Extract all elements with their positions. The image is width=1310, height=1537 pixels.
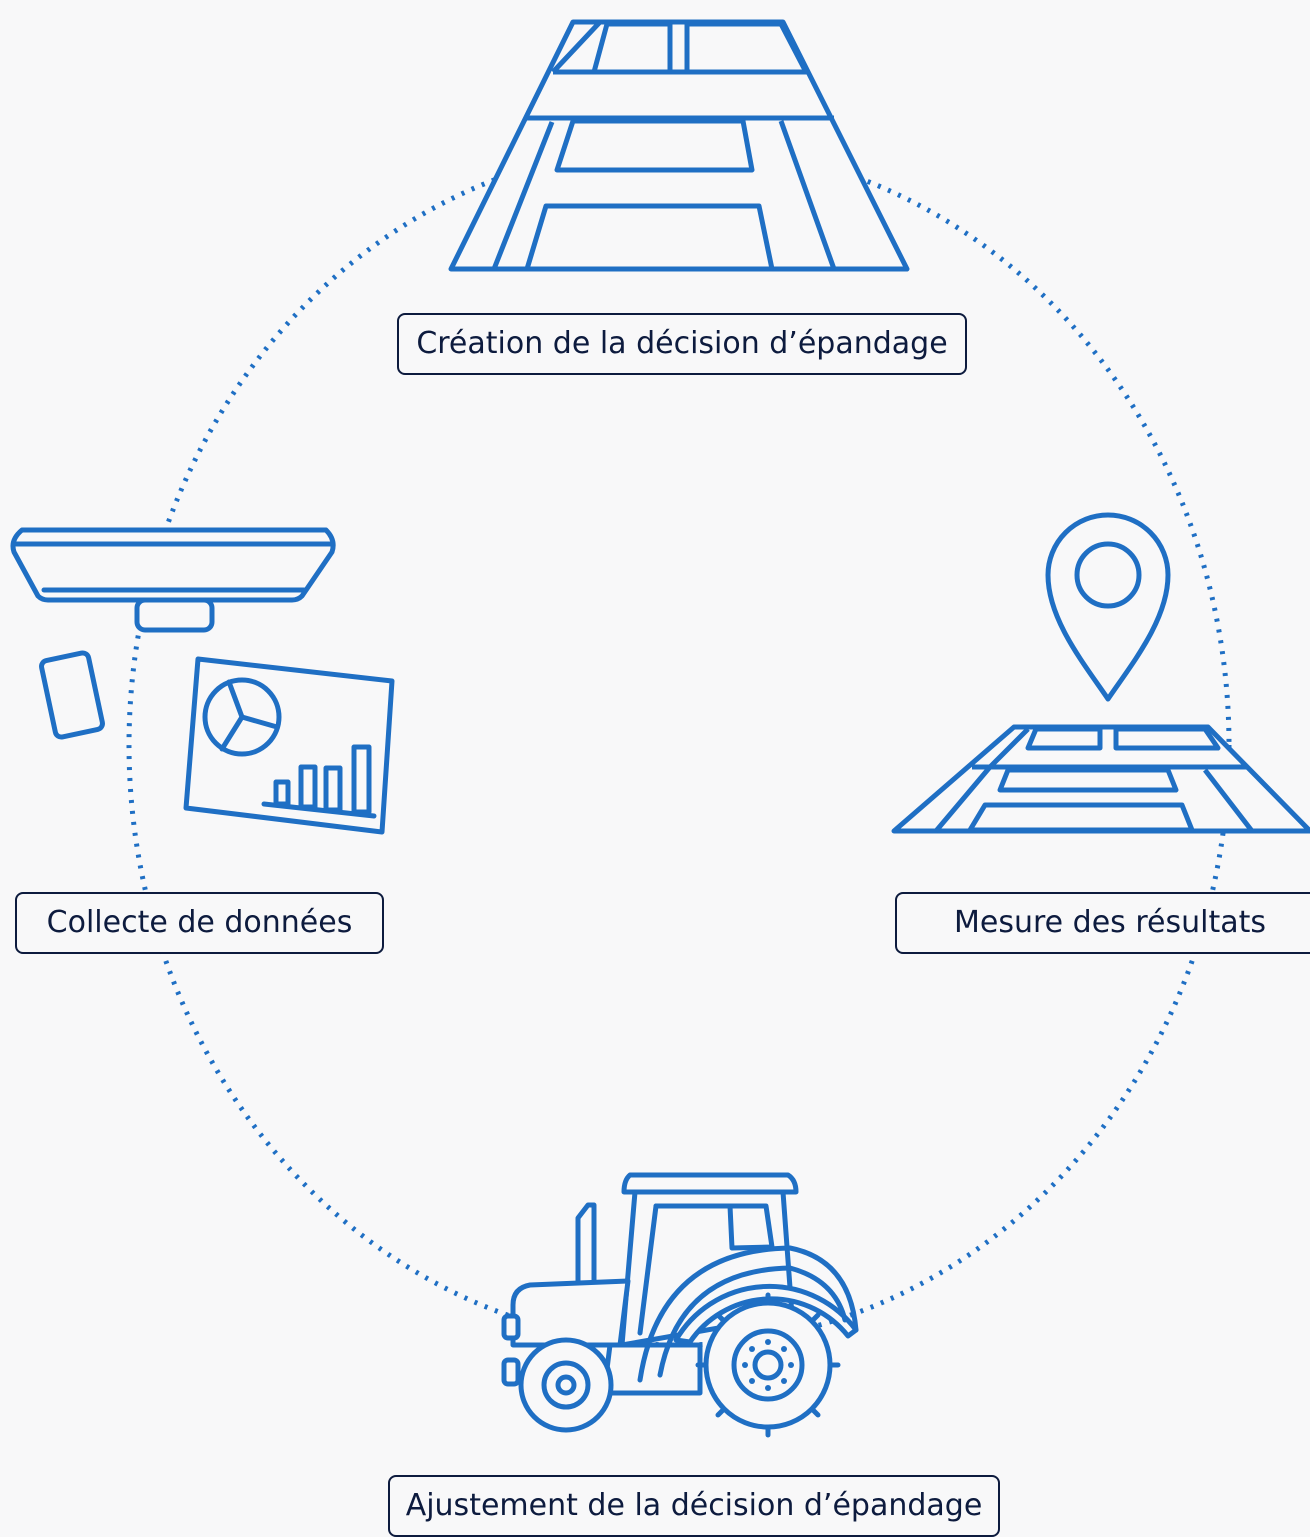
tractor-icon (501, 1172, 859, 1438)
step-label-collecte: Collecte de données (15, 892, 384, 954)
step-label-creation: Création de la décision d’épandage (397, 313, 967, 375)
map-pin-field-icon (891, 512, 1310, 834)
devices-analytics-icon (10, 527, 395, 835)
step-label-ajustement: Ajustement de la décision d’épandage (388, 1475, 1000, 1537)
step-label-mesure: Mesure des résultats (895, 892, 1310, 954)
field-plot-icon (448, 19, 910, 272)
